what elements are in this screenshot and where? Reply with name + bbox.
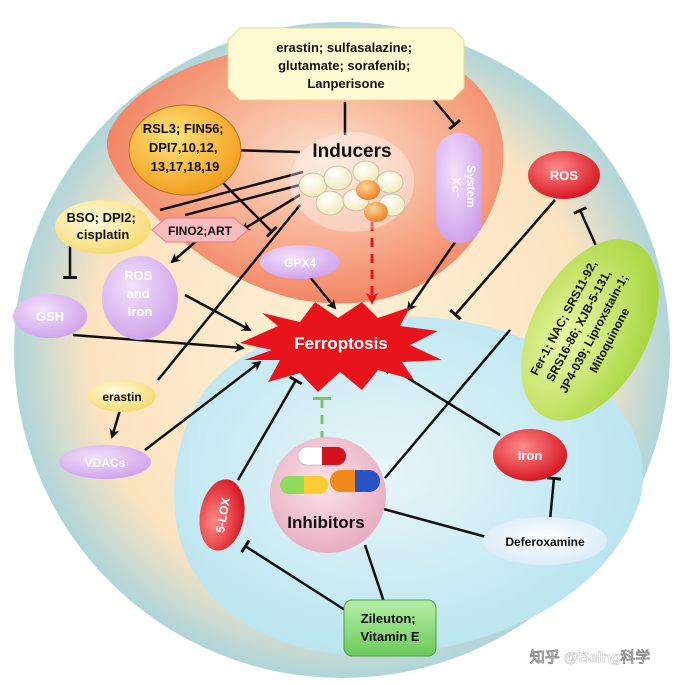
rsl3-group-text: RSL3; FIN56; DPI7,10,12, 13,17,18,19 [143,121,228,174]
gpx4-node [260,245,340,279]
erastin-group-node [227,27,465,101]
iron-text: Iron [518,448,543,463]
deferoxamine-node [483,517,607,565]
ferroptosis-burst [240,302,442,392]
egg-icon [315,190,345,216]
erastin-text: erastin [102,390,141,404]
gsh-text: GSH [36,309,64,324]
inhibitors-bubble [270,437,386,553]
gpx4-text: GPX4 [284,256,316,270]
inhibitors-label: Inhibitors [287,513,364,532]
deferoxamine-text: Deferoxamine [505,535,585,549]
inhibitor-region [174,316,644,656]
gsh-node [13,294,87,338]
system-xc-node [436,133,482,243]
vdacs-node [59,445,151,479]
capsule-icon [280,476,328,494]
capsule-icon [330,470,380,492]
bso-group-node [55,200,151,254]
capsule-icon [297,446,347,466]
egg-icon [356,180,380,200]
bso-group-text: BSO; DPI2; cisplatin [67,210,140,242]
inducers-bubble [290,132,414,232]
rsl3-group-node [128,104,242,196]
erastin-group-text: erastin; sulfasalazine; glutamate; soraf… [276,40,415,91]
egg-icon [352,160,380,184]
ros-node [528,151,600,199]
inducers-label: Inducers [312,141,391,162]
fino2-node [151,217,249,243]
watermark: 知乎 @Being科学 [530,648,650,666]
erastin-node [88,380,156,412]
ros-iron-text: ROS and Iron [124,268,156,319]
fino2-text: FINO2;ART [168,224,233,238]
lox5-text: 5-LOX [213,497,233,534]
zileuton-node [343,599,437,657]
zileuton-text: Zileuton; Vitamin E [360,611,419,644]
lox5-node: 5-LOX [199,479,245,551]
vdacs-text: VDACs [85,456,126,470]
ros-iron-node [102,256,178,340]
egg-icon [376,170,404,194]
capsule-icons [280,446,380,494]
egg-icon [323,165,353,191]
ferroptosis-label: Ferroptosis [294,334,388,353]
iron-node [493,429,567,481]
egg-icon [364,202,388,222]
system-xc-text: System Xc⁻ [449,165,478,211]
ros-text: ROS [550,168,579,183]
